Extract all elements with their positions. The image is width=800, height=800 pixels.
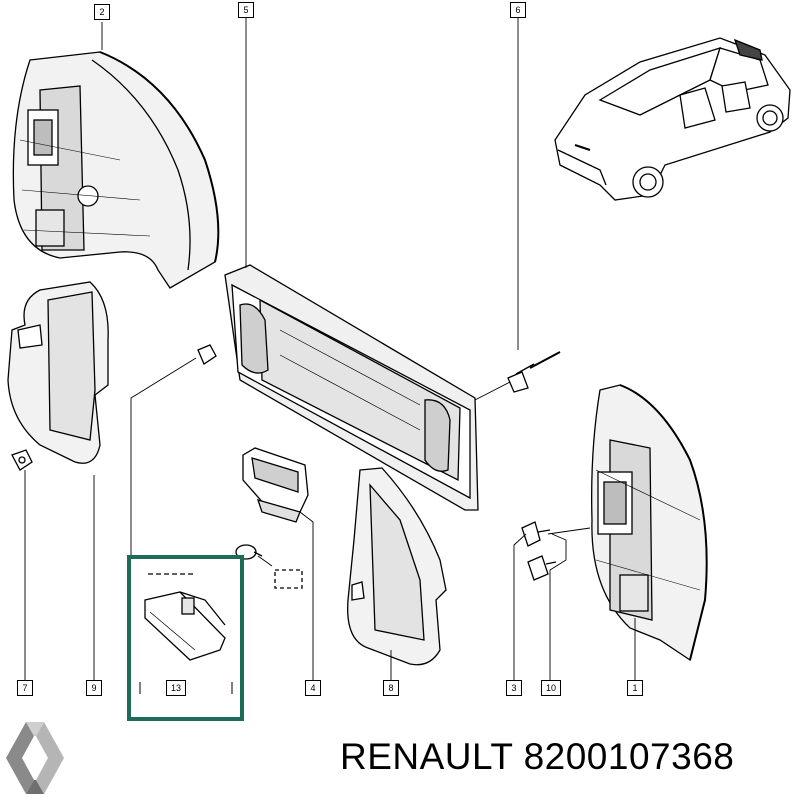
callout-6: 6 (510, 2, 526, 18)
left-lamp-cover (7, 281, 109, 464)
renault-diamond-logo-icon (6, 722, 64, 794)
callout-8: 8 (383, 680, 399, 696)
callout-10: 10 (541, 680, 561, 696)
brand-part-number: RENAULT 8200107368 (340, 736, 734, 778)
callout-4: 4 (305, 680, 321, 696)
right-lamp-cover (347, 467, 447, 666)
right-tail-lamp (591, 384, 708, 662)
highlight-box (127, 555, 244, 721)
left-tail-lamp (12, 51, 220, 289)
rear-number-plate-panel (224, 264, 479, 511)
callout-1: 1 (627, 680, 643, 696)
callout-9: 9 (86, 680, 102, 696)
leader-lines (24, 18, 636, 680)
callout-13: 13 (166, 680, 186, 696)
license-plate-lamp (242, 447, 309, 523)
screw-part-6 (507, 351, 561, 393)
callout-7: 7 (17, 680, 33, 696)
screw-part-10 (527, 555, 557, 581)
nut-part-7 (11, 449, 33, 471)
callout-2: 2 (94, 4, 110, 20)
socket-outline (274, 569, 303, 589)
screw-part-3 (521, 521, 551, 547)
part-number: 8200107368 (523, 736, 735, 777)
panel-clip (197, 344, 217, 365)
electronic-module (144, 591, 226, 661)
car-illustration (554, 37, 791, 201)
callout-5: 5 (238, 2, 254, 18)
brand-name: RENAULT (340, 736, 513, 777)
callout-3: 3 (506, 680, 522, 696)
bulb (235, 544, 263, 560)
